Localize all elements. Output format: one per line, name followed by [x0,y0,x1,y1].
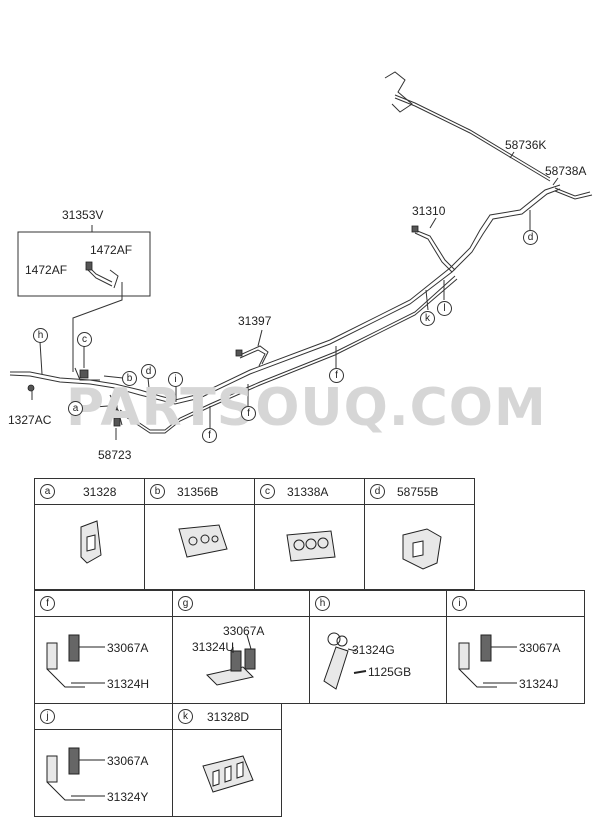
cell-letter-h: h [315,596,330,611]
cell-g-part-2: 31324U [192,640,235,654]
label-1327AC: 1327AC [8,413,52,427]
cell-h-part-1: 31324G [352,643,395,657]
cell-letter-i: i [452,596,467,611]
cell-letter-k: k [178,709,193,724]
callout-f-1: f [202,428,217,443]
callout-l: l [437,301,452,316]
label-1472AF-lower: 1472AF [25,263,68,277]
label-58736K: 58736K [505,138,547,152]
callout-h: h [33,328,48,343]
label-1472AF-upper: 1472AF [90,243,133,257]
cell-letter-a: a [40,484,55,499]
main-pipe-third [119,275,456,431]
clamp-i-icon [458,634,517,688]
part-cell-g: g 33067A 31324U [172,590,310,704]
cell-letter-b: b [150,484,165,499]
cell-letter-d: d [370,484,385,499]
part-cell-c: c 31338A [254,478,365,590]
cell-i-part-1: 33067A [519,641,561,655]
label-31397: 31397 [238,314,272,328]
callout-c: c [77,332,92,347]
callout-k: k [420,311,435,326]
part-cell-a: a 31328 [34,478,145,590]
cell-code-a: 31328 [83,485,117,499]
main-pipe-lower [9,188,561,405]
cell-code-c: 31338A [287,485,329,499]
clip-31328D-icon [202,755,254,793]
clip-31356B-icon [178,524,228,558]
part-cell-j: j 33067A 31324Y [34,703,173,817]
callout-d: d [141,364,156,379]
label-31353V: 31353V [62,208,104,222]
clamp-j-icon [46,747,105,801]
cell-code-k: 31328D [207,710,250,724]
cell-letter-c: c [260,484,275,499]
part-cell-f: f 33067A 31324H [34,590,173,704]
cell-f-part-1: 33067A [107,641,149,655]
callout-f-2: f [241,406,256,421]
label-58723: 58723 [98,448,132,462]
callout-f-3: f [329,368,344,383]
clamp-f-icon [46,634,105,688]
label-58738A: 58738A [545,164,587,178]
part-cell-h: h 31324G 1125GB [309,590,447,704]
part-cell-b: b 31356B [144,478,255,590]
callout-b: b [122,371,137,386]
cell-g-part-1: 33067A [223,624,265,638]
clip-58755B-icon [402,528,442,570]
cell-i-part-2: 31324J [519,677,559,691]
callout-i: i [168,372,183,387]
bracket-h-icon [323,632,367,690]
cell-letter-j: j [40,709,55,724]
fuel-line-diagram [9,71,593,440]
cell-f-part-2: 31324H [107,677,150,691]
clip-31328-icon [80,520,102,564]
clip-31338A-icon [286,530,336,562]
part-cell-d: d 58755B [364,478,475,590]
clamp-g-icon [206,634,256,686]
cell-letter-f: f [40,596,55,611]
cell-letter-g: g [178,596,193,611]
cell-j-part-1: 33067A [107,754,149,768]
cell-code-d: 58755B [397,485,439,499]
watermark: PARTSOUQ.COM [66,378,547,438]
cell-code-b: 31356B [177,485,219,499]
inset-box [17,231,151,297]
part-cell-i: i 33067A 31324J [446,590,585,704]
callout-d-2: d [523,230,538,245]
label-31310: 31310 [412,204,446,218]
cell-j-part-2: 31324Y [107,790,149,804]
callout-a: a [68,401,83,416]
part-cell-k: k 31328D [172,703,282,817]
cell-h-part-2: 1125GB [368,665,412,679]
